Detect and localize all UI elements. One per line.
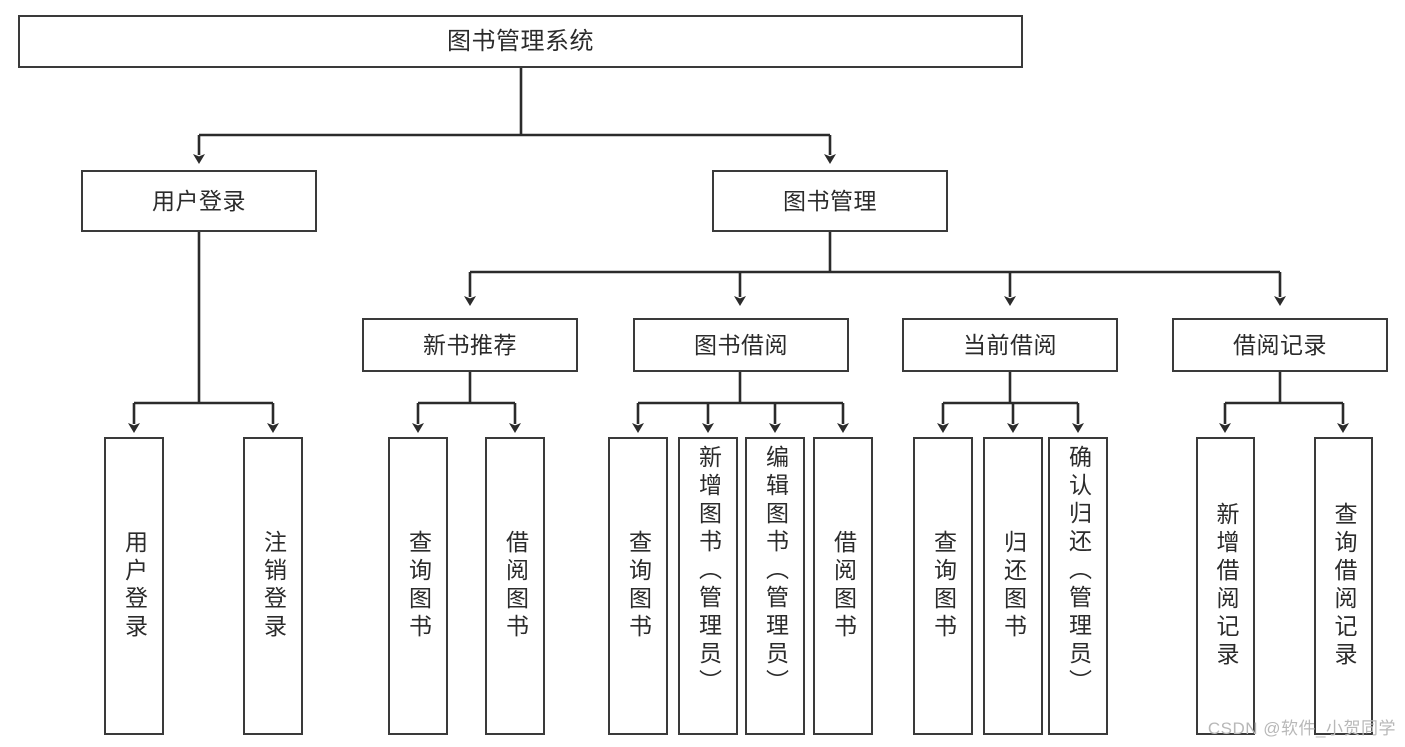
node-book-management[interactable]: 图书管理 [712,170,948,232]
connector-group-root [193,68,836,164]
leaf-add-record[interactable]: 新增借阅记录 [1196,437,1255,735]
node-label-book-borrow: 图书借阅 [694,331,788,358]
connector-group-current-borrow [937,372,1084,433]
leaf-query-book-3[interactable]: 查询图书 [913,437,973,735]
leaf-confirm-return[interactable]: 确认归还（管理员） [1048,437,1108,735]
connector-group-book-management [464,232,1286,306]
node-book-borrow[interactable]: 图书借阅 [633,318,849,372]
leaf-return-book[interactable]: 归还图书 [983,437,1043,735]
leaf-add-book[interactable]: 新增图书（管理员） [678,437,738,735]
connector-group-borrow-record [1219,372,1349,433]
node-label-borrow-record: 借阅记录 [1233,331,1327,358]
leaf-label-query-record: 查询借阅记录 [1331,502,1357,670]
node-borrow-record[interactable]: 借阅记录 [1172,318,1388,372]
leaf-label-logout-login: 注销登录 [260,530,287,642]
leaf-label-return-book: 归还图书 [1000,530,1027,642]
leaf-query-record[interactable]: 查询借阅记录 [1314,437,1373,735]
node-user-login[interactable]: 用户登录 [81,170,317,232]
leaf-label-query-book-1: 查询图书 [405,530,432,642]
node-current-borrow[interactable]: 当前借阅 [902,318,1118,372]
leaf-label-edit-book: 编辑图书（管理员） [762,445,789,697]
node-label-book-management: 图书管理 [783,187,877,214]
node-label-root: 图书管理系统 [447,27,594,55]
leaf-label-confirm-return: 确认归还（管理员） [1065,445,1092,697]
node-new-book-recommend[interactable]: 新书推荐 [362,318,578,372]
leaf-label-add-record: 新增借阅记录 [1213,502,1239,670]
leaf-label-query-book-3: 查询图书 [930,530,957,642]
node-label-user-login: 用户登录 [152,187,246,214]
node-label-new-book-recommend: 新书推荐 [423,331,517,358]
leaf-logout-login[interactable]: 注销登录 [243,437,303,735]
leaf-label-query-book-2: 查询图书 [625,530,652,642]
leaf-borrow-book-1[interactable]: 借阅图书 [485,437,545,735]
leaf-label-user-login: 用户登录 [121,530,148,642]
leaf-query-book-1[interactable]: 查询图书 [388,437,448,735]
leaf-label-borrow-book-1: 借阅图书 [502,530,529,642]
connector-group-user-login [128,232,279,433]
connector-group-new-book-recommend [412,372,521,433]
csdn-watermark: CSDN @软件_小贺同学 [1207,719,1396,738]
leaf-user-login[interactable]: 用户登录 [104,437,164,735]
connector-group-book-borrow [632,372,849,433]
leaf-borrow-book-2[interactable]: 借阅图书 [813,437,873,735]
leaf-label-borrow-book-2: 借阅图书 [830,530,857,642]
node-label-current-borrow: 当前借阅 [963,331,1057,358]
node-root-system[interactable]: 图书管理系统 [18,15,1023,68]
leaf-label-add-book: 新增图书（管理员） [695,445,722,697]
leaf-edit-book[interactable]: 编辑图书（管理员） [745,437,805,735]
leaf-query-book-2[interactable]: 查询图书 [608,437,668,735]
